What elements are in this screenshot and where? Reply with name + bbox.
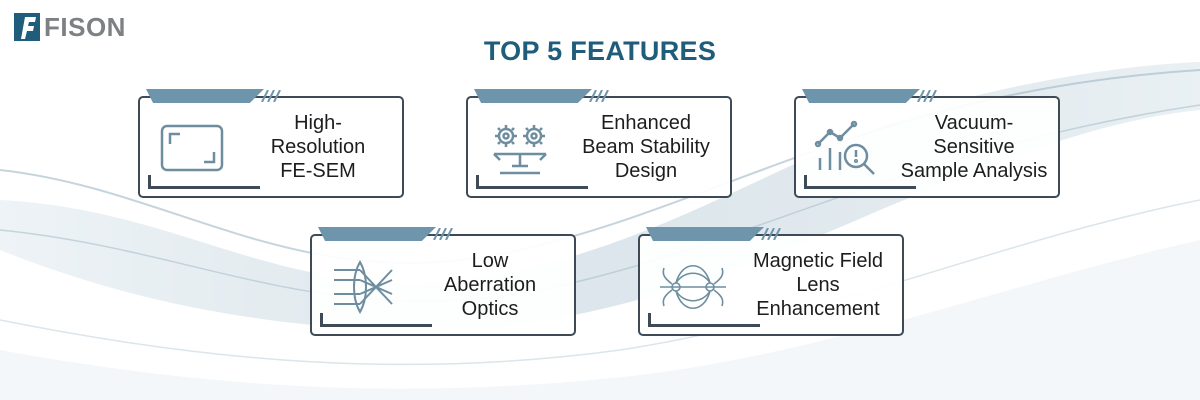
page-title: TOP 5 FEATURES	[483, 36, 717, 66]
feature-card-vacuum-sensitive: Vacuum- Sensitive Sample Analysis	[794, 89, 1060, 198]
feature-label: Low Aberration Optics	[443, 250, 537, 320]
lens-rays-icon	[334, 259, 393, 315]
screen-frame-icon	[160, 124, 224, 172]
card-stripes	[433, 228, 453, 240]
feature-label: Enhanced Beam Stability Design	[582, 112, 710, 182]
feature-card-beam-stability: Enhanced Beam Stability Design	[466, 89, 732, 198]
feature-card-high-resolution: High- Resolution FE-SEM	[138, 89, 404, 198]
brand-name: FISON	[44, 12, 126, 42]
card-stripes	[761, 228, 781, 240]
card-foot-bar	[476, 186, 588, 189]
chart-magnifier-icon	[814, 120, 875, 175]
card-stripes	[917, 90, 937, 102]
card-tab	[318, 227, 436, 241]
card-foot-bar	[320, 324, 432, 327]
card-tab	[474, 89, 592, 103]
feature-label: Magnetic Field Lens Enhancement	[752, 250, 884, 320]
card-foot-bar	[804, 186, 916, 189]
card-stripes	[589, 90, 609, 102]
fison-logo-icon	[14, 13, 40, 41]
magnetic-field-icon	[660, 265, 726, 309]
card-tab	[802, 89, 920, 103]
feature-card-low-aberration: Low Aberration Optics	[310, 227, 576, 336]
card-tab	[646, 227, 764, 241]
gears-balance-icon	[493, 125, 547, 175]
feature-label: High- Resolution FE-SEM	[270, 112, 366, 182]
card-foot-bar	[148, 186, 260, 189]
feature-label: Vacuum- Sensitive Sample Analysis	[900, 112, 1048, 182]
brand-logo[interactable]: FISON	[14, 12, 126, 42]
card-foot-bar	[648, 324, 760, 327]
card-tab	[146, 89, 264, 103]
feature-card-magnetic-field: Magnetic Field Lens Enhancement	[638, 227, 904, 336]
card-stripes	[261, 90, 281, 102]
